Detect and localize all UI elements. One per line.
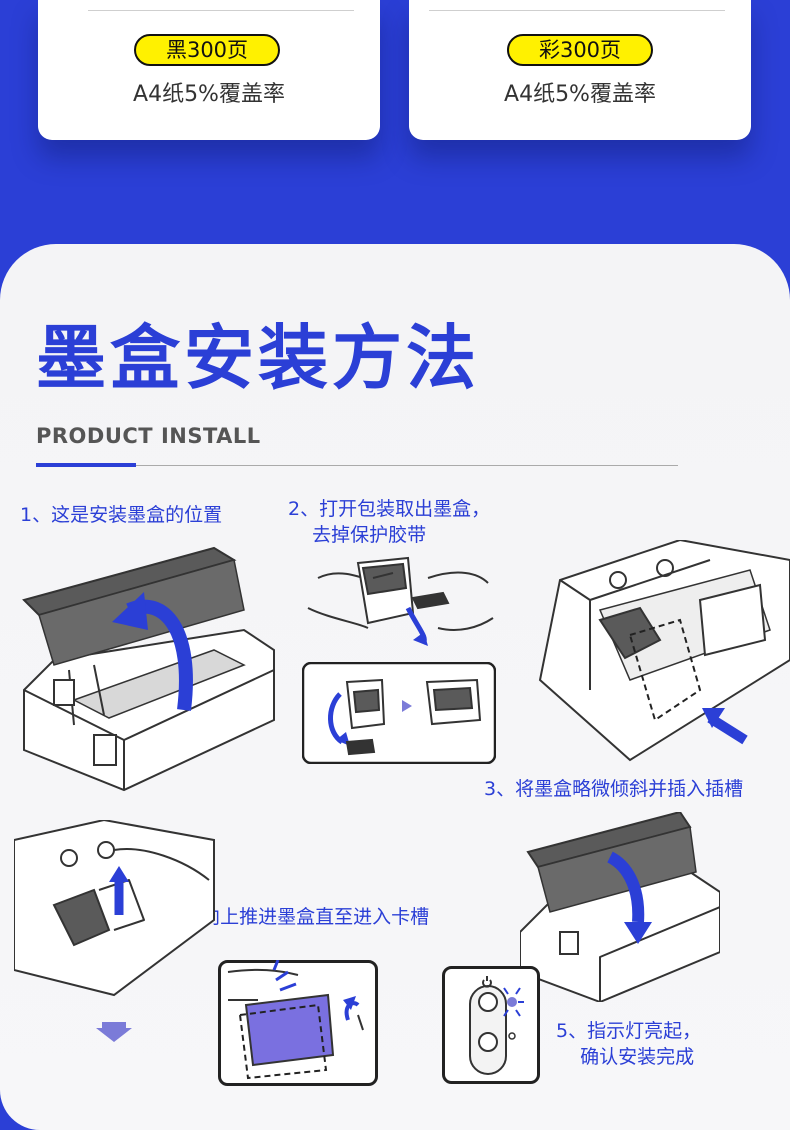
section-title: 墨盒安装方法: [36, 317, 480, 399]
color-yield-note: A4纸5%覆盖率: [504, 82, 656, 107]
black-yield-note: A4纸5%覆盖率: [133, 82, 285, 107]
step-1-illustration: [22, 546, 275, 792]
step-3-illustration: [538, 540, 790, 762]
black-yield-card: 黑300页 A4纸5%覆盖率: [38, 0, 380, 140]
card-divider: [429, 10, 725, 11]
step-2-detail-panel: [302, 662, 496, 764]
step-2-hands-illustration: [307, 556, 494, 646]
step-5-detail-panel: [442, 966, 540, 1084]
color-yield-badge: 彩300页: [507, 34, 653, 66]
step-3-label: 3、将墨盒略微倾斜并插入插槽: [484, 778, 744, 800]
down-arrow-icon: [96, 1022, 132, 1042]
step-4-illustration: [14, 820, 215, 997]
step-2-label: 2、打开包装取出墨盒， 去掉保护胶带: [288, 498, 491, 546]
step-5-illustration: [520, 812, 720, 1002]
color-yield-card: 彩300页 A4纸5%覆盖率: [409, 0, 751, 140]
section-subtitle: PRODUCT INSTALL: [36, 424, 261, 448]
step-1-label: 1、这是安装墨盒的位置: [20, 504, 223, 526]
step-4-detail-panel: [218, 960, 378, 1086]
title-divider: [36, 465, 678, 466]
black-yield-badge: 黑300页: [134, 34, 280, 66]
title-divider-accent: [36, 463, 136, 467]
step-4-label: 4、向上推进墨盒直至进入卡槽: [170, 906, 430, 928]
card-divider: [88, 10, 354, 11]
step-5-label: 5、指示灯亮起， 确认安装完成: [556, 1020, 702, 1068]
